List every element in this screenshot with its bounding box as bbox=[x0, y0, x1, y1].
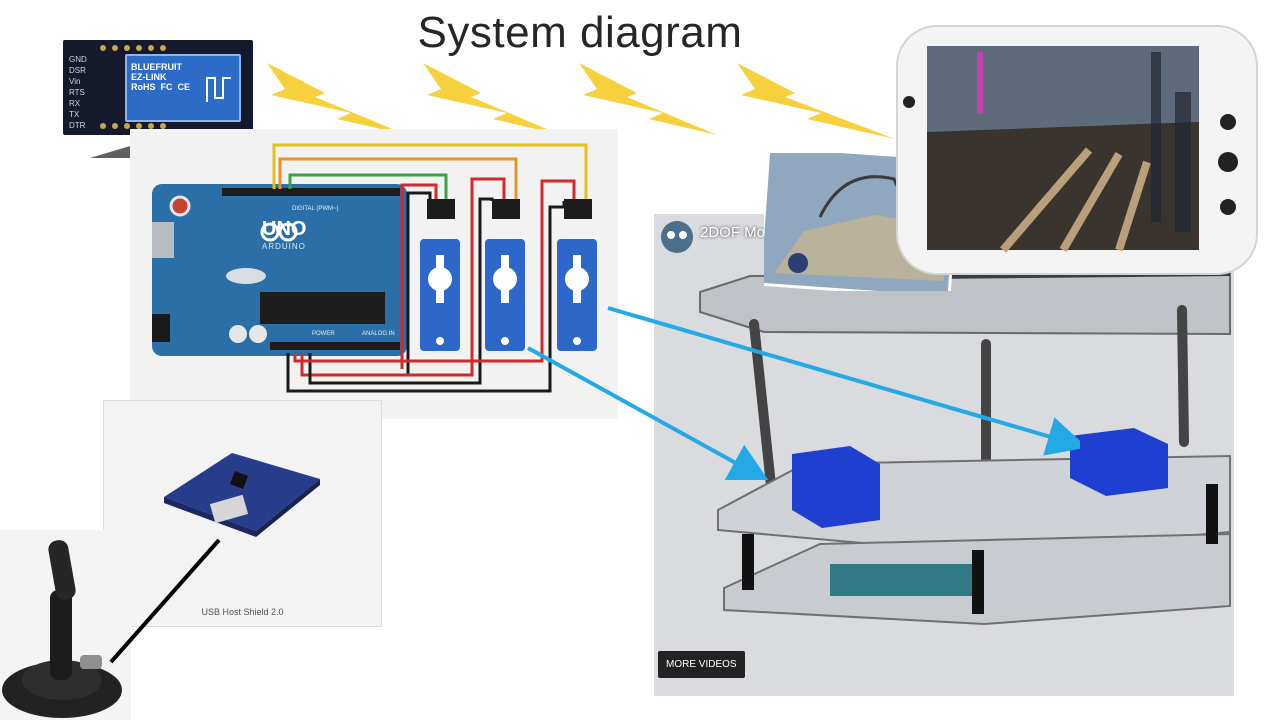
servo-mapping-arrows bbox=[527, 306, 1080, 480]
platform-servo-right bbox=[1070, 428, 1168, 496]
pin-label: TX bbox=[69, 110, 80, 119]
lightning-bolt-icon bbox=[737, 63, 895, 139]
bluefruit-chip: BLUEFRUIT EZ-LINK RoHS FC CE bbox=[125, 54, 241, 122]
bluefruit-header-pins bbox=[100, 45, 166, 129]
servo-motor-1 bbox=[420, 199, 460, 351]
pin-label: Vin bbox=[69, 77, 81, 86]
lightning-bolt-icon bbox=[579, 63, 717, 135]
lightning-bolts bbox=[267, 63, 895, 139]
pin-label: DTR bbox=[69, 121, 86, 130]
joystick-icon bbox=[2, 540, 122, 718]
servo-motor-3 bbox=[557, 199, 597, 351]
servo-wiring bbox=[272, 143, 597, 393]
antenna-icon bbox=[206, 77, 231, 102]
bluefruit-pin-labels: GND DSR Vin RTS RX TX DTR bbox=[69, 54, 91, 131]
arduino-servo-wiring-panel: UNO ARDUINO DIGITAL (PWM~) POWER ANALOG … bbox=[130, 129, 618, 419]
pin-label: RTS bbox=[69, 88, 85, 97]
bluefruit-chip-label: BLUEFRUIT EZ-LINK RoHS FC CE bbox=[131, 62, 191, 92]
usb-host-shield-image bbox=[164, 453, 320, 537]
lightning-bolt-icon bbox=[423, 63, 561, 135]
arrow-servo-to-left-actuator bbox=[527, 346, 770, 480]
lightning-bolt-icon bbox=[267, 63, 407, 135]
more-videos-button[interactable]: MORE VIDEOS bbox=[658, 651, 745, 678]
arduino-uno-board: UNO ARDUINO DIGITAL (PWM~) POWER ANALOG … bbox=[152, 184, 407, 356]
usb-cable bbox=[109, 538, 221, 664]
usb-host-shield-caption: USB Host Shield 2.0 bbox=[201, 607, 284, 617]
phone-device bbox=[896, 25, 1258, 275]
arrow-servo-to-right-actuator bbox=[607, 306, 1080, 456]
servo-motors bbox=[420, 199, 597, 351]
joystick-photo bbox=[0, 530, 131, 720]
pin-label: RX bbox=[69, 99, 81, 108]
arduino-logo-icon bbox=[260, 222, 298, 242]
phone-buttons bbox=[903, 96, 1238, 215]
phone-flight-simulator bbox=[893, 22, 1263, 279]
usb-host-shield-card: USB Host Shield 2.0 bbox=[103, 400, 382, 627]
pin-label: GND bbox=[69, 55, 87, 64]
arduino-brand-label: ARDUINO bbox=[262, 242, 306, 251]
slide-title: System diagram bbox=[417, 8, 743, 57]
platform-servo-left bbox=[792, 446, 880, 528]
wireless-signal-bolts bbox=[267, 63, 895, 139]
power-pins-label: POWER bbox=[312, 331, 335, 337]
digital-pins-label: DIGITAL (PWM~) bbox=[292, 206, 339, 212]
video-title[interactable]: 2DOF Motic bbox=[700, 224, 781, 241]
bluefruit-ez-link-module: GND DSR Vin RTS RX TX DTR BLUEFRUIT EZ-L… bbox=[63, 40, 253, 135]
arduino-components bbox=[152, 188, 400, 350]
channel-avatar-icon bbox=[661, 221, 693, 253]
analog-pins-label: ANALOG IN bbox=[362, 331, 395, 337]
pin-label: DSR bbox=[69, 66, 86, 75]
servo-motor-2 bbox=[485, 199, 525, 351]
